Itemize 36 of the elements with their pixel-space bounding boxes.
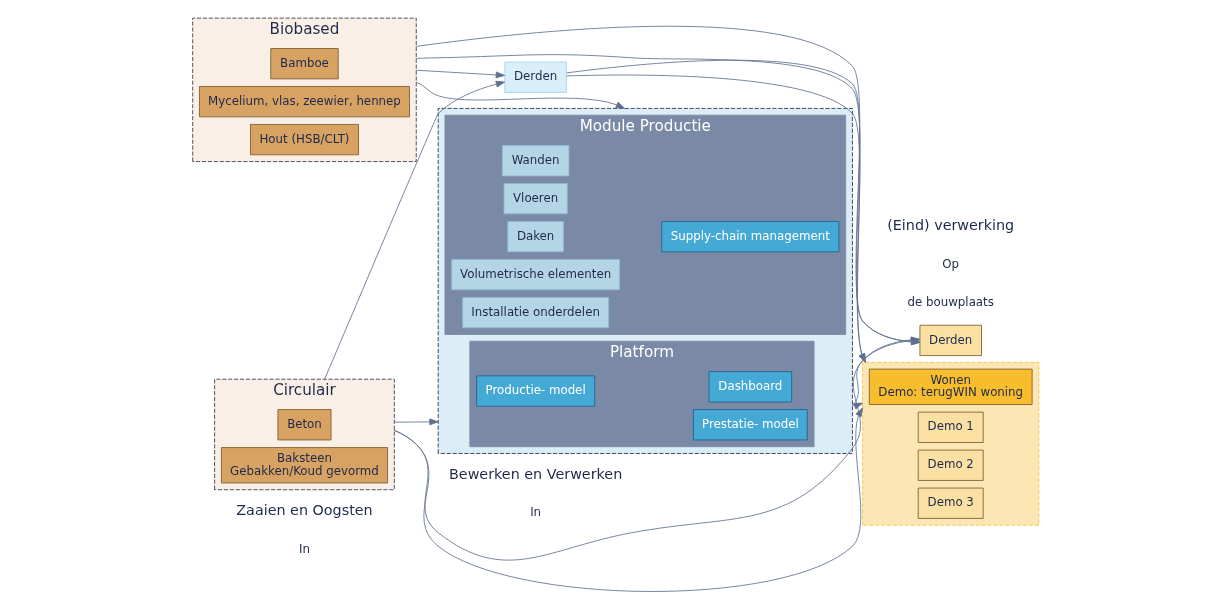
label: Bewerken en Verwerken xyxy=(448,465,622,482)
arrow xyxy=(393,418,439,426)
label: Zaaien en Oogsten xyxy=(235,502,373,519)
arrow xyxy=(415,54,866,363)
label: Op xyxy=(941,256,959,271)
node-box: Wanden xyxy=(501,145,569,177)
node-box: Demo 3 xyxy=(917,487,984,519)
node-box: Derden xyxy=(503,61,567,93)
label: (Eind) verwerking xyxy=(886,216,1014,233)
label: de bouwplaats xyxy=(907,294,994,309)
node-box: Installatie onderdelen xyxy=(461,296,609,329)
node-box: Beton xyxy=(276,409,331,441)
label: In xyxy=(298,541,310,556)
arrow xyxy=(415,69,505,79)
node-box: Mycelium, vlas, zeewier, hennep xyxy=(198,86,410,118)
arrow xyxy=(415,81,625,109)
label: In xyxy=(529,505,541,520)
node-box: Bamboe xyxy=(269,48,339,80)
arrow xyxy=(393,407,863,592)
cluster xyxy=(437,108,853,454)
node-box: Productie- model xyxy=(475,375,595,407)
node-box: Demo 1 xyxy=(917,411,984,443)
arrow xyxy=(323,80,505,380)
node-box: Demo 2 xyxy=(917,449,984,481)
node-box: Vloeren xyxy=(503,183,568,215)
node-box: Dashboard xyxy=(708,371,792,403)
node-box: Volumetrische elementen xyxy=(450,259,620,291)
node-box: Derden xyxy=(919,324,982,357)
arrow xyxy=(565,74,866,363)
node-box: Daken xyxy=(506,221,564,253)
node-box: Baksteen Gebakken/Koud gevormd xyxy=(220,447,388,484)
node-box: Wonen Demo: terugWIN woning xyxy=(868,368,1033,405)
node-box: Supply-chain management xyxy=(660,221,839,253)
node-box: Hout (HSB/CLT) xyxy=(249,124,359,156)
cluster xyxy=(861,361,1039,526)
node-box: Prestatie- model xyxy=(692,409,808,441)
